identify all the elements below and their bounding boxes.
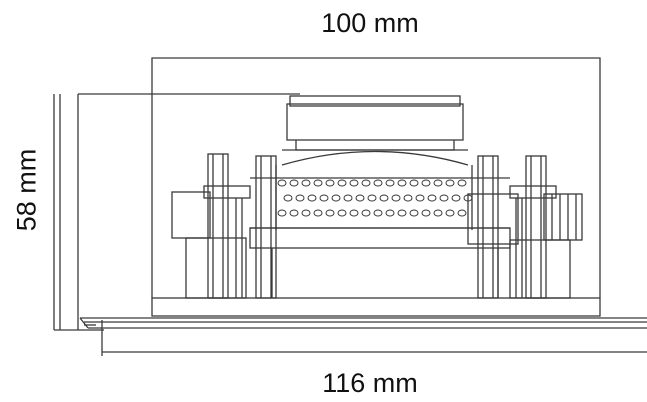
grille-hole [385, 209, 395, 217]
grille-hole [457, 179, 467, 187]
right-clamp-assembly [467, 155, 583, 299]
grille-hole [355, 194, 365, 202]
grille-hole [433, 179, 443, 187]
grille-hole [361, 209, 371, 217]
grille-hole [439, 194, 449, 202]
top-width-dimension-label: 100 mm [321, 8, 419, 38]
grille-hole [373, 179, 383, 187]
grille-hole [295, 194, 305, 202]
grille-hole [373, 209, 383, 217]
grille-hole [349, 179, 359, 187]
grille-hole [397, 179, 407, 187]
grille-hole [325, 179, 335, 187]
grille-hole [361, 179, 371, 187]
grille-hole [343, 194, 353, 202]
grille-hole [379, 194, 389, 202]
grille-hole [289, 179, 299, 187]
grille-hole [421, 179, 431, 187]
dimension-lines [53, 57, 647, 356]
grille-hole [337, 209, 347, 217]
grille-hole [277, 209, 287, 217]
grille-hole [289, 209, 299, 217]
speaker-basket [249, 149, 511, 298]
grille-hole [337, 179, 347, 187]
grille-hole [403, 194, 413, 202]
grille-hole [463, 194, 473, 202]
grille-hole [277, 179, 287, 187]
grille-hole [385, 179, 395, 187]
grille-hole [397, 209, 407, 217]
mounting-bezel [79, 297, 647, 329]
grille-hole [409, 179, 419, 187]
grille-hole [313, 209, 323, 217]
bottom-width-dimension-label: 116 mm [322, 368, 418, 398]
grille-hole [313, 179, 323, 187]
grille-hole [391, 194, 401, 202]
left-clamp-assembly [171, 153, 277, 299]
speaker-grille-perforations [277, 179, 473, 217]
grille-hole [409, 209, 419, 217]
grille-hole [349, 209, 359, 217]
grille-hole [325, 209, 335, 217]
grille-hole [307, 194, 317, 202]
grille-hole [445, 209, 455, 217]
grille-hole [283, 194, 293, 202]
grille-hole [445, 179, 455, 187]
grille-hole [319, 194, 329, 202]
grille-hole [301, 209, 311, 217]
grille-hole [427, 194, 437, 202]
grille-hole [301, 179, 311, 187]
grille-hole [451, 194, 461, 202]
grille-hole [433, 209, 443, 217]
grille-hole [367, 194, 377, 202]
grille-hole [331, 194, 341, 202]
grille-hole [421, 209, 431, 217]
speaker-magnet-cap [286, 95, 464, 151]
grille-hole [457, 209, 467, 217]
grille-hole [415, 194, 425, 202]
